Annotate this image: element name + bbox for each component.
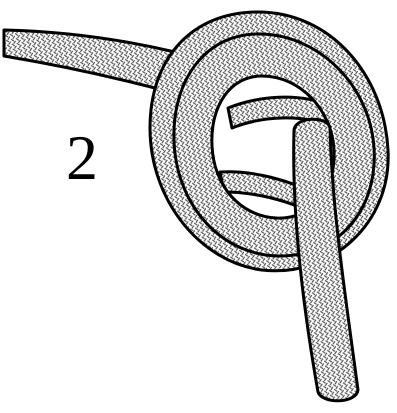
standing-part	[4, 30, 175, 92]
step-number: 2	[66, 126, 98, 190]
